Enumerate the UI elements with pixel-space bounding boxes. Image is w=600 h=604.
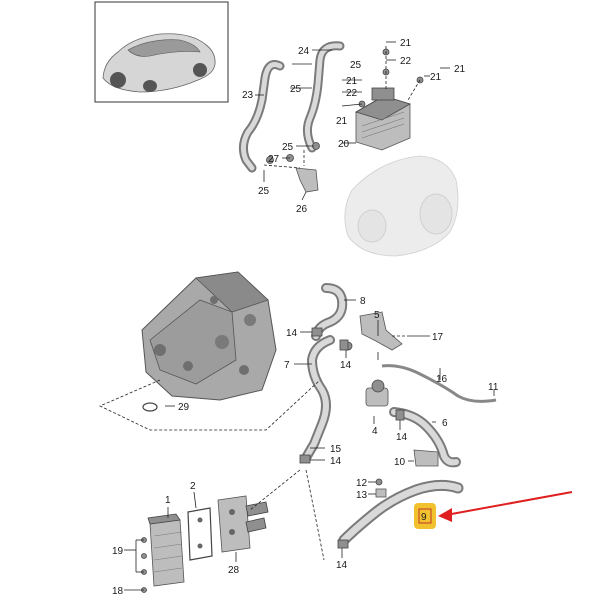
callout-14: 14 bbox=[396, 432, 408, 443]
clamp-14 bbox=[299, 327, 405, 549]
callout-14: 14 bbox=[340, 360, 352, 371]
hose-9 bbox=[338, 479, 464, 546]
callout-22: 22 bbox=[346, 88, 358, 99]
bracket-26 bbox=[266, 142, 320, 193]
callout-4: 4 bbox=[372, 426, 378, 437]
gasket-2 bbox=[187, 507, 213, 561]
heat-exchanger-1 bbox=[147, 513, 185, 587]
callout-21: 21 bbox=[336, 116, 348, 127]
callout-5: 5 bbox=[374, 310, 380, 321]
callout-1: 1 bbox=[165, 495, 171, 506]
callout-6: 6 bbox=[442, 418, 448, 429]
callout-11: 11 bbox=[488, 382, 499, 393]
callout-17: 17 bbox=[432, 332, 444, 343]
callout-8: 8 bbox=[360, 296, 366, 307]
callout-18: 18 bbox=[112, 586, 124, 597]
callout-12: 12 bbox=[356, 478, 368, 489]
callout-22: 22 bbox=[400, 56, 412, 67]
callout-21: 21 bbox=[400, 38, 412, 49]
callout-labels: 24 23 25 25 21 22 21 21 21 22 21 20 25 2… bbox=[112, 38, 499, 597]
pipe-16 bbox=[381, 364, 497, 403]
callout-7: 7 bbox=[284, 360, 290, 371]
callout-14: 14 bbox=[336, 560, 348, 571]
o-ring-29 bbox=[142, 402, 158, 412]
bracket-10 bbox=[413, 449, 439, 467]
callout-20: 20 bbox=[338, 139, 350, 150]
callout-26: 26 bbox=[296, 204, 308, 215]
car-thumbnail bbox=[94, 1, 229, 103]
hose-6 bbox=[389, 407, 461, 468]
callout-23: 23 bbox=[242, 90, 254, 101]
leader-lines-lower bbox=[99, 299, 495, 591]
transmission-ghost bbox=[344, 155, 459, 257]
callout-25: 25 bbox=[290, 84, 302, 95]
callout-21: 21 bbox=[454, 64, 466, 75]
callout-29: 29 bbox=[178, 402, 190, 413]
valve-4 bbox=[365, 379, 389, 407]
callout-25: 25 bbox=[350, 60, 362, 71]
callout-9: 9 bbox=[421, 512, 427, 523]
callout-10: 10 bbox=[394, 457, 406, 468]
hose-8 bbox=[311, 283, 348, 341]
callout-25: 25 bbox=[282, 142, 294, 153]
callout-27: 27 bbox=[268, 154, 280, 165]
callout-16: 16 bbox=[436, 374, 448, 385]
callout-13: 13 bbox=[356, 490, 368, 501]
callout-25: 25 bbox=[258, 186, 270, 197]
callout-21: 21 bbox=[430, 72, 442, 83]
callout-15: 15 bbox=[330, 444, 342, 455]
oil-cooler-20 bbox=[354, 48, 424, 151]
callout-28: 28 bbox=[228, 565, 240, 576]
transmission-housing bbox=[141, 271, 277, 401]
hose-24 bbox=[302, 41, 345, 153]
hose-7 bbox=[301, 335, 335, 463]
highlight-callout-9: 9 bbox=[414, 491, 573, 529]
callout-14: 14 bbox=[330, 456, 342, 467]
callout-24: 24 bbox=[298, 46, 310, 57]
adapter-block-28 bbox=[217, 495, 269, 553]
callout-19: 19 bbox=[112, 546, 124, 557]
screws-18-19 bbox=[141, 537, 147, 593]
callout-14: 14 bbox=[286, 328, 298, 339]
bolt-12 bbox=[375, 478, 383, 486]
bracket-5 bbox=[343, 311, 403, 351]
nut-13 bbox=[375, 488, 387, 498]
callout-21: 21 bbox=[346, 76, 358, 87]
callout-2: 2 bbox=[190, 481, 196, 492]
leader-lines-upper bbox=[255, 41, 450, 201]
hose-23 bbox=[238, 60, 285, 173]
